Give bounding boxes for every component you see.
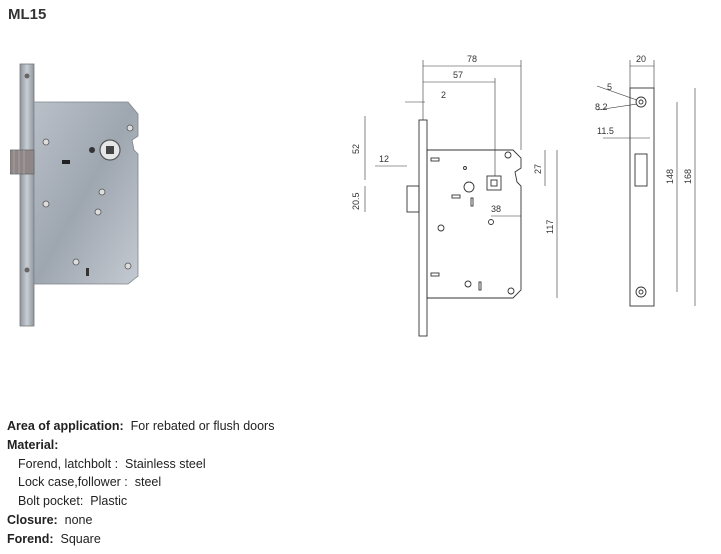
dim-5: 5: [607, 82, 612, 92]
dim-38: 38: [491, 204, 501, 214]
dim-12: 12: [379, 154, 389, 164]
technical-drawing: 78 57 2 52 12 20.5 27 38 117 20 5 8.2 11…: [351, 54, 696, 337]
spec-area: Area of application: For rebated or flus…: [7, 417, 274, 436]
lock-photo: [10, 63, 139, 327]
spec-closure-label: Closure:: [7, 512, 58, 527]
dim-168: 168: [683, 169, 693, 184]
spec-forend-latchbolt-value: Stainless steel: [125, 456, 206, 471]
spec-forend-latchbolt: Forend, latchbolt : Stainless steel: [7, 455, 274, 474]
spec-bolt-pocket-label: Bolt pocket:: [18, 494, 84, 509]
spec-forend-value: Square: [60, 531, 101, 546]
spec-area-label: Area of application:: [7, 419, 124, 433]
spec-closure-value: none: [64, 512, 93, 527]
spec-material: Material:: [7, 436, 274, 455]
spec-lock-case-value: steel: [134, 475, 162, 490]
spec-bolt-pocket: Bolt pocket: Plastic: [7, 492, 274, 511]
dim-11-5: 11.5: [597, 126, 614, 136]
dim-8-2: 8.2: [595, 102, 608, 112]
dim-27: 27: [533, 164, 543, 174]
spec-forend-label: Forend:: [7, 531, 54, 546]
dim-57: 57: [453, 70, 463, 80]
dim-117: 117: [545, 220, 555, 234]
spec-lock-case-label: Lock case,follower :: [18, 475, 128, 490]
spec-bolt-pocket-value: Plastic: [90, 494, 128, 509]
dim-52: 52: [351, 144, 361, 154]
product-title: ML15: [8, 6, 47, 23]
dim-20: 20: [636, 54, 646, 64]
spec-forend-latchbolt-label: Forend, latchbolt :: [18, 456, 119, 471]
dim-20-5: 20.5: [351, 192, 361, 210]
spec-material-label: Material:: [7, 437, 59, 452]
dim-2: 2: [441, 90, 446, 100]
specifications: Area of application: For rebated or flus…: [7, 417, 274, 549]
spec-lock-case: Lock case,follower : steel: [7, 473, 274, 492]
lock-case: [33, 101, 139, 285]
dim-148: 148: [665, 169, 675, 184]
spec-area-value: For rebated or flush doors: [130, 419, 275, 433]
forend-plate: [19, 63, 35, 327]
dim-78: 78: [467, 54, 477, 64]
spec-closure: Closure: none: [7, 511, 274, 530]
spec-forend: Forend: Square: [7, 530, 274, 549]
